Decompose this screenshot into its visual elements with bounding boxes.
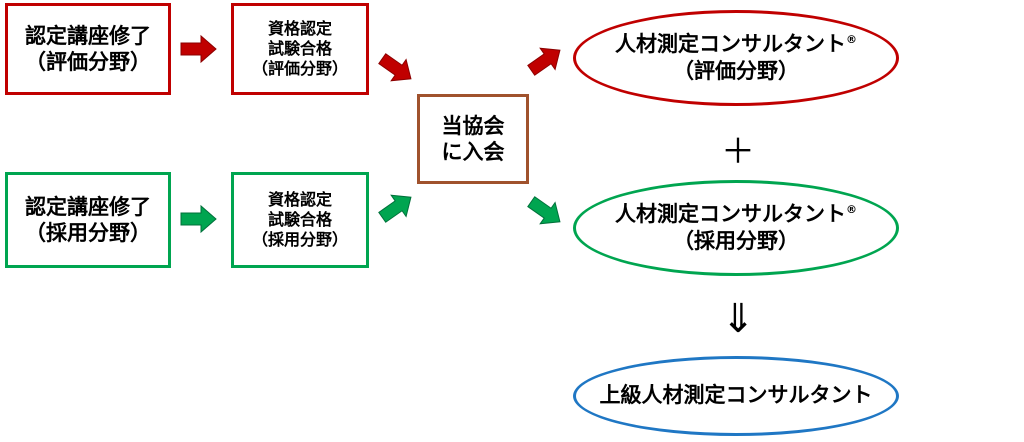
association-line1: 当協会 [441, 113, 505, 138]
registered-mark: ® [846, 32, 857, 46]
eval-consultant-line1: 人材測定コンサルタント® [615, 31, 857, 56]
eval-exam-line1: 資格認定 [267, 19, 332, 38]
eval-exam-line2: 試験合格 [267, 39, 332, 58]
recruit-consultant-line2: （採用分野） [673, 229, 799, 253]
eval-arrow-1 [180, 34, 217, 64]
recruit-exam-line2: 試験合格 [267, 210, 332, 229]
eval-course-line2: （評価分野） [25, 50, 151, 74]
recruit-course-line1: 認定講座修了 [25, 194, 151, 219]
plus-symbol: ＋ [721, 132, 755, 172]
eval-arrow-2 [378, 53, 412, 82]
recruit-consultant-line1: 人材測定コンサルタント® [615, 201, 857, 226]
recruit-exam-line1: 資格認定 [267, 190, 332, 209]
senior-consultant-oval: 上級人材測定コンサルタント [573, 356, 899, 436]
recruit-exam-box: 資格認定 試験合格 （採用分野） [231, 172, 369, 268]
eval-consultant-line2: （評価分野） [673, 59, 799, 83]
eval-course-line1: 認定講座修了 [25, 23, 151, 48]
recruit-arrow-3 [527, 196, 561, 225]
senior-consultant-label: 上級人材測定コンサルタント [599, 383, 873, 408]
recruit-arrow-1 [180, 204, 217, 234]
recruit-consultant-oval: 人材測定コンサルタント® （採用分野） [573, 180, 899, 276]
registered-mark: ® [846, 202, 857, 216]
recruit-exam-line3: （採用分野） [251, 230, 348, 249]
eval-consultant-oval: 人材測定コンサルタント® （評価分野） [573, 10, 899, 106]
association-box: 当協会 に入会 [417, 94, 529, 184]
down-implies-arrow: ⇓ [721, 296, 755, 342]
eval-exam-box: 資格認定 試験合格 （評価分野） [231, 3, 369, 95]
eval-exam-line3: （評価分野） [251, 59, 348, 78]
recruit-arrow-2 [378, 194, 412, 223]
association-line2: に入会 [441, 140, 505, 164]
eval-course-box: 認定講座修了 （評価分野） [5, 3, 171, 95]
recruit-course-box: 認定講座修了 （採用分野） [5, 172, 171, 268]
recruit-course-line2: （採用分野） [25, 221, 151, 245]
eval-arrow-3 [527, 47, 561, 76]
